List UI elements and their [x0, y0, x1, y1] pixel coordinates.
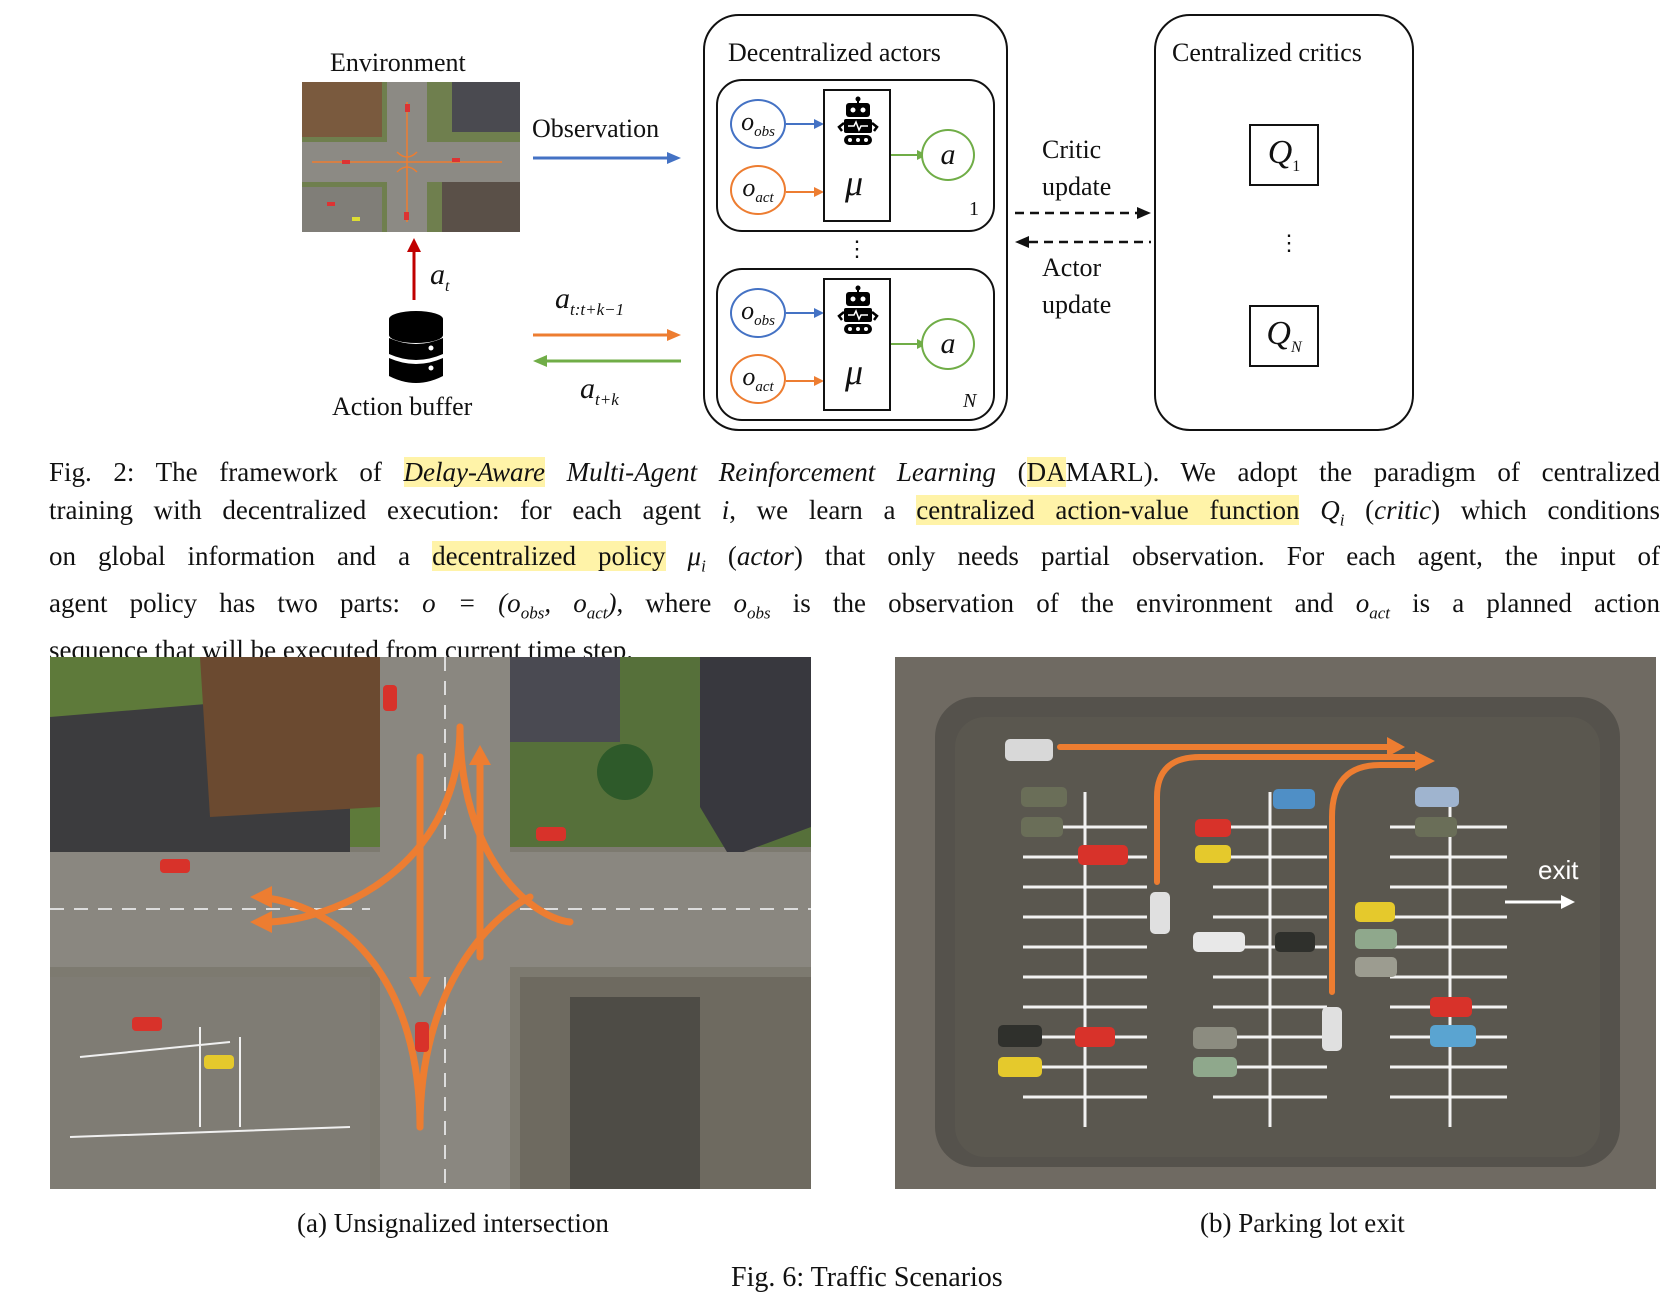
o-act-node-n: oact: [730, 354, 786, 404]
subfigure-b-caption: (b) Parking lot exit: [1200, 1208, 1405, 1238]
a-t-tk1-label: at:t+k−1: [555, 282, 625, 319]
agent-n-index: N: [963, 390, 977, 412]
decentralized-actors-box: [703, 14, 1008, 431]
database-icon: [389, 311, 443, 383]
obs-to-policy-arrow-1: [786, 119, 824, 129]
critic-qn-box: QN: [1249, 305, 1319, 367]
action-node-n: a: [921, 318, 975, 370]
o-act-node-1: oact: [730, 165, 786, 215]
caption-line-3: on global information and a decentralize…: [49, 541, 1661, 576]
critic-q1-box: Q1: [1249, 124, 1319, 186]
caption-line-4: agent policy has two parts: o = (oobs, o…: [49, 588, 1661, 623]
o-obs-node-n: oobs: [730, 288, 786, 338]
robot-icon: [837, 285, 879, 334]
subfigure-a-caption: (a) Unsignalized intersection: [297, 1208, 609, 1238]
actor-update-arrow: [1015, 236, 1151, 248]
obs-to-policy-arrow-n: [786, 308, 824, 318]
environment-image: [302, 82, 520, 232]
observation-label: Observation: [532, 114, 660, 143]
act-to-policy-arrow-n: [786, 376, 824, 386]
actor-to-buffer-arrow: [533, 355, 681, 367]
actors-title: Decentralized actors: [728, 38, 941, 67]
robot-icon: [837, 96, 879, 145]
parking-lot-image: exit: [895, 657, 1656, 1189]
action-to-env-arrow: [407, 238, 421, 300]
caption-line-1: Fig. 2: The framework of Delay-Aware Mul…: [49, 457, 1660, 487]
action-node-1: a: [921, 129, 975, 181]
critic-update-label-2: update: [1042, 172, 1112, 201]
observation-arrow: [533, 152, 681, 164]
mu-symbol-n: μ: [845, 352, 864, 392]
action-buffer-label: Action buffer: [332, 392, 473, 421]
plan-to-actor-arrow: [533, 329, 681, 341]
o-obs-node-1: oobs: [730, 99, 786, 149]
figure-2-caption: Fig. 2: The framework of Delay-Aware Mul…: [49, 454, 1660, 670]
critic-update-label-1: Critic: [1042, 135, 1102, 164]
agents-vdots: ⋮: [846, 236, 868, 261]
policy-box-1: [823, 89, 891, 222]
critics-title: Centralized critics: [1172, 38, 1362, 67]
intersection-image: [50, 657, 811, 1189]
critics-vdots: ⋮: [1278, 230, 1300, 255]
a-t-label: at: [430, 258, 450, 295]
actor-1-box: [716, 79, 995, 232]
centralized-critics-box: [1154, 14, 1414, 431]
caption-line-2: training with decentralized execution: f…: [49, 494, 1660, 529]
a-t-k-label: at+k: [580, 372, 619, 409]
mu-symbol-1: μ: [845, 163, 864, 203]
environment-label: Environment: [330, 48, 466, 77]
actor-update-label-1: Actor: [1042, 253, 1102, 282]
actor-update-label-2: update: [1042, 290, 1112, 319]
figure-6-caption: Fig. 6: Traffic Scenarios: [731, 1262, 1003, 1293]
agent-1-index: 1: [969, 198, 979, 220]
actor-n-box: [716, 268, 995, 421]
policy-box-n: [823, 278, 891, 411]
act-to-policy-arrow-1: [786, 187, 824, 197]
exit-label: exit: [1538, 855, 1579, 885]
critic-update-arrow: [1015, 207, 1151, 219]
